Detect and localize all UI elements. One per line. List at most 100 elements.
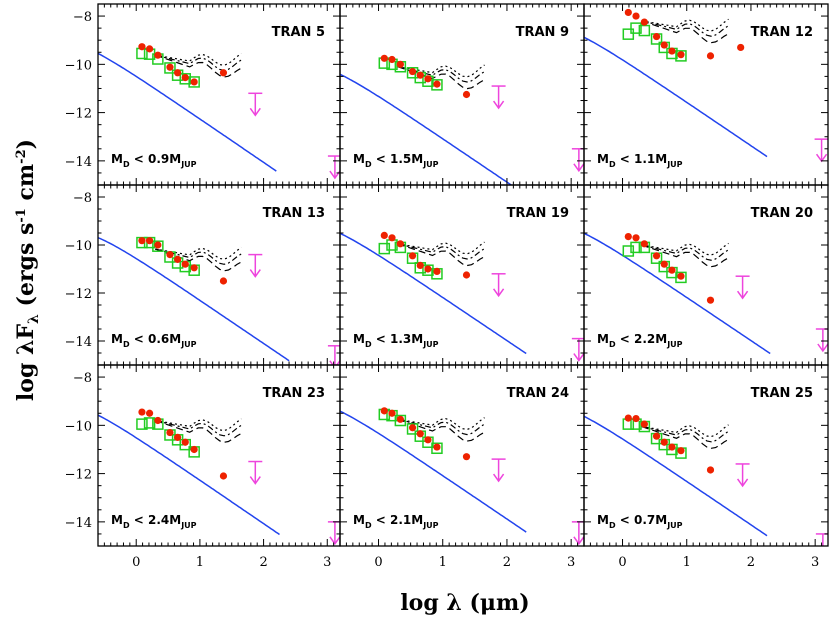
- y-title-units: (ergs s: [13, 223, 39, 307]
- x-tick-label: 0: [132, 555, 140, 570]
- y-tick-label: −12: [65, 107, 92, 122]
- photometry-point: [424, 75, 432, 83]
- photometry-point: [677, 51, 685, 59]
- mass-limit-label: MD < 0.6MJUP: [111, 332, 197, 349]
- photometry-point: [416, 71, 424, 79]
- disk-model-line: [641, 18, 729, 32]
- disk-model-line: [641, 20, 729, 44]
- y-axis-title: log λFλ (ergs s-1 cm-2): [13, 139, 42, 401]
- x-tick-label: 3: [811, 555, 819, 570]
- y-tick-label: −8: [73, 191, 92, 206]
- photometry-point: [174, 433, 182, 441]
- photosphere-model-line: [340, 232, 527, 355]
- y-title-units2: cm: [13, 164, 39, 201]
- panel-title: TRAN 20: [751, 206, 813, 221]
- mass-unit-sub: JUP: [180, 521, 196, 530]
- x-tick-label: 1: [196, 555, 204, 570]
- mass-symbol: M: [111, 513, 123, 527]
- panel-plot-area: [98, 408, 340, 546]
- photometry-point: [433, 267, 441, 275]
- photosphere-model-line: [584, 415, 768, 537]
- upper-limit-arrow: [491, 458, 506, 483]
- photometry-point: [166, 251, 174, 259]
- mass-symbol-sub: D: [365, 521, 372, 530]
- photosphere-model-line: [98, 236, 290, 362]
- panel-plot-area: [584, 232, 828, 355]
- photometry-point: [652, 252, 661, 260]
- y-title-sub: λ: [26, 314, 42, 324]
- photometry-point: [138, 43, 146, 51]
- photosphere-model-line: [584, 36, 768, 158]
- y-tick-label: −10: [65, 239, 92, 254]
- photometry-point: [668, 47, 676, 55]
- x-tick-label: 1: [439, 555, 447, 570]
- upper-limit-head: [736, 290, 749, 300]
- photometry-point: [433, 80, 441, 88]
- upper-limit-head: [329, 360, 340, 365]
- mass-symbol: M: [597, 152, 609, 166]
- mass-limit-label: MD < 1.1MJUP: [597, 152, 683, 169]
- photometry-point: [624, 233, 632, 241]
- photometry-point: [154, 241, 162, 249]
- upper-limit-head: [818, 549, 828, 556]
- y-tick-label: −14: [65, 335, 92, 350]
- photometry-point: [408, 424, 417, 432]
- photometry-point: [624, 414, 632, 422]
- mass-value: < 0.9M: [130, 152, 182, 166]
- observed-square-point: [630, 241, 642, 254]
- panel-ticks: [97, 184, 341, 366]
- y-tick-labels: −8−10−12−14−8−10−12−14−8−10−12−14: [65, 10, 92, 531]
- photometry-point: [660, 438, 668, 446]
- mass-value: < 0.7M: [616, 513, 668, 527]
- upper-limit-head: [573, 163, 584, 173]
- y-tick-label: −14: [65, 155, 92, 170]
- panel-plot-area: [340, 407, 584, 546]
- photosphere-model-line: [340, 410, 527, 533]
- upper-limit-head: [573, 536, 584, 546]
- disk-model-line: [155, 54, 242, 78]
- mass-limit-label: MD < 2.2MJUP: [597, 332, 683, 349]
- panel-ticks: [339, 184, 585, 366]
- disk-model-line: [641, 242, 729, 256]
- upper-limit-arrow: [491, 85, 506, 110]
- photometry-point: [219, 472, 228, 480]
- y-title-exp1: -1: [14, 208, 29, 222]
- panel-ticks: [339, 364, 585, 547]
- y-tick-label: −8: [73, 371, 92, 386]
- disk-model-line: [397, 243, 485, 267]
- mass-value: < 1.5M: [372, 152, 424, 166]
- y-tick-label: −14: [65, 516, 92, 531]
- mass-symbol: M: [111, 332, 123, 346]
- x-tick-label: 3: [323, 555, 331, 570]
- panel-ticks: [97, 364, 341, 547]
- upper-limit-head: [817, 343, 828, 353]
- mass-value: < 2.1M: [372, 513, 424, 527]
- photosphere-model-line: [584, 232, 771, 355]
- photometry-point: [737, 43, 745, 52]
- photometry-point: [706, 466, 715, 474]
- photometry-point: [706, 52, 715, 60]
- photometry-point: [706, 296, 715, 304]
- photometry-point: [166, 428, 174, 437]
- photometry-point: [416, 430, 424, 438]
- photometry-point: [388, 409, 396, 417]
- photometry-point: [154, 416, 162, 425]
- photometry-point: [190, 264, 198, 272]
- upper-limit-head: [249, 269, 261, 278]
- mass-symbol-sub: D: [609, 521, 616, 530]
- upper-limit-head: [492, 100, 505, 110]
- photometry-point: [640, 420, 648, 428]
- upper-limit-head: [492, 473, 505, 483]
- observed-square-point: [143, 417, 156, 429]
- disk-model-line: [397, 417, 485, 431]
- y-title-main: log λF: [13, 324, 39, 401]
- photometry-point: [396, 415, 404, 423]
- upper-limit-head: [329, 536, 340, 546]
- observed-square-point: [422, 264, 434, 276]
- photometry-point: [677, 272, 685, 280]
- observed-square-point: [622, 245, 635, 257]
